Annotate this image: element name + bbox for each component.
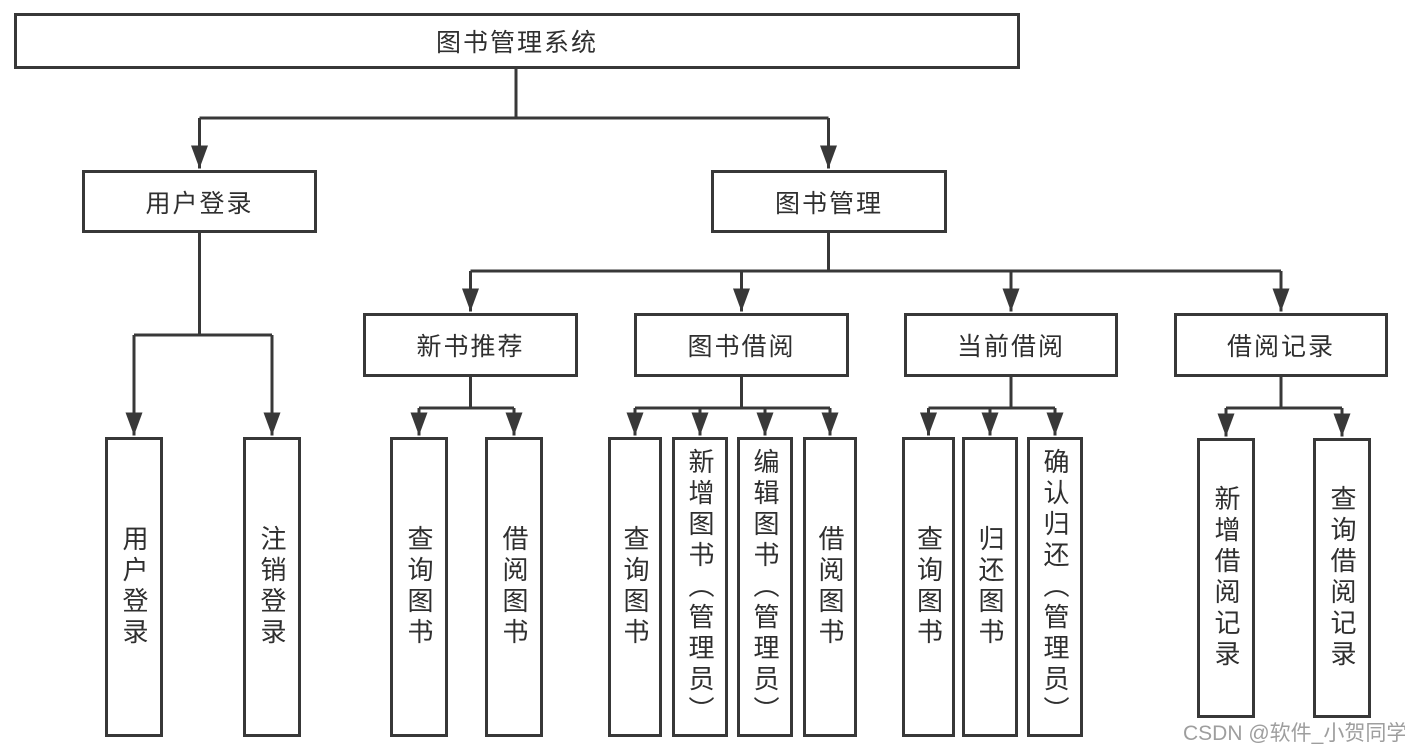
connector-book-borrowing-children <box>626 377 839 436</box>
node-label: 注销登录 <box>257 525 287 649</box>
leaf-add-books-admin: 新增图书（管理员） <box>672 437 728 737</box>
leaf-borrow-books-recommend: 借阅图书 <box>485 437 543 737</box>
node-label: 查询图书 <box>404 525 434 649</box>
node-book-borrowing: 图书借阅 <box>634 313 849 377</box>
node-label: 新书推荐 <box>416 333 525 361</box>
node-label: 图书管理系统 <box>435 29 598 57</box>
node-label: 当前借阅 <box>956 333 1065 361</box>
leaf-query-borrow-record: 查询借阅记录 <box>1313 438 1371 718</box>
node-label: 图书管理 <box>774 189 883 218</box>
node-label: 新增图书（管理员） <box>685 447 715 727</box>
connector-borrow-records-children <box>1217 377 1351 437</box>
node-label: 借阅图书 <box>815 525 845 649</box>
connector-user-login-children <box>125 233 281 436</box>
leaf-confirm-return-admin: 确认归还（管理员） <box>1027 437 1083 737</box>
node-system: 图书管理系统 <box>14 13 1020 69</box>
node-borrowing-records: 借阅记录 <box>1174 313 1388 377</box>
leaf-borrow-books: 借阅图书 <box>803 437 857 737</box>
leaf-user-login: 用户登录 <box>105 437 163 737</box>
node-book-management: 图书管理 <box>711 170 947 233</box>
leaf-query-books-current: 查询图书 <box>902 437 955 737</box>
node-label: 借阅记录 <box>1226 333 1335 361</box>
connector-root-to-level1 <box>191 69 837 169</box>
connector-current-borrowing-children <box>920 377 1064 436</box>
node-label: 查询借阅记录 <box>1327 485 1357 671</box>
connector-book-management-children <box>462 233 1290 312</box>
node-label: 新增借阅记录 <box>1211 485 1241 671</box>
connector-new-book-children <box>410 377 523 436</box>
leaf-add-borrow-record: 新增借阅记录 <box>1197 438 1255 718</box>
node-label: 编辑图书（管理员） <box>750 447 780 727</box>
node-label: 查询图书 <box>913 525 944 649</box>
leaf-edit-books-admin: 编辑图书（管理员） <box>737 437 793 737</box>
node-user-login: 用户登录 <box>82 170 317 233</box>
leaf-logout: 注销登录 <box>243 437 301 737</box>
node-label: 查询图书 <box>620 525 650 649</box>
node-label: 图书借阅 <box>687 333 796 361</box>
node-label: 借阅图书 <box>499 525 529 649</box>
node-label: 确认归还（管理员） <box>1040 447 1070 727</box>
node-label: 归还图书 <box>975 525 1005 649</box>
watermark: CSDN @软件_小贺同学 <box>1183 722 1405 745</box>
leaf-query-books-recommend: 查询图书 <box>390 437 448 737</box>
leaf-query-books-borrow: 查询图书 <box>608 437 662 737</box>
node-current-borrowing: 当前借阅 <box>904 313 1118 377</box>
node-label: 用户登录 <box>145 189 254 218</box>
node-label: 用户登录 <box>119 525 149 649</box>
leaf-return-books: 归还图书 <box>962 437 1018 737</box>
node-new-book-recommendation: 新书推荐 <box>363 313 578 377</box>
